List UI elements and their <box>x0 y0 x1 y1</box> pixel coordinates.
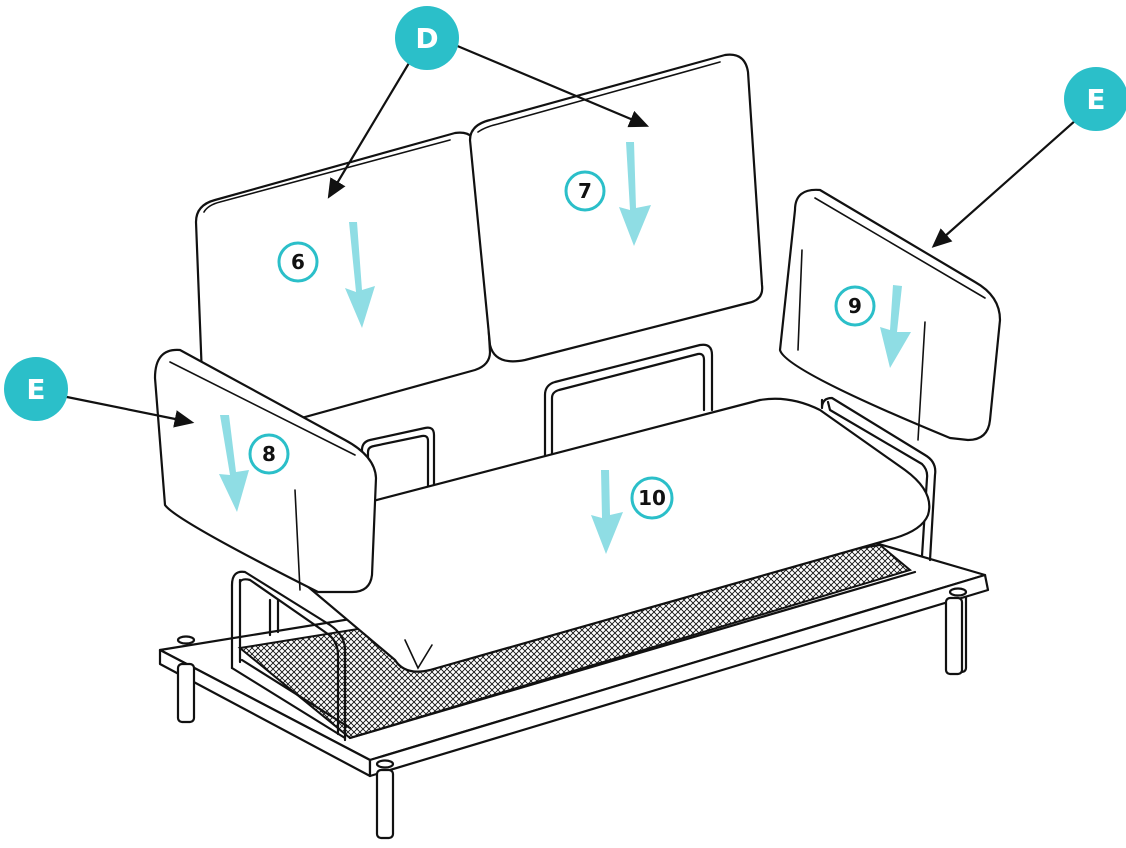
frame-posts <box>230 343 937 742</box>
down-arrow-8 <box>219 415 249 512</box>
step-7-label: 7 <box>578 179 592 203</box>
down-arrow-9 <box>880 285 911 368</box>
arm-cushion-right <box>778 188 1002 442</box>
direction-arrows <box>219 142 911 554</box>
back-cushion-right <box>468 53 764 363</box>
step-10-label: 10 <box>638 486 666 510</box>
callout-label-E-left: E <box>26 373 45 406</box>
down-arrow-10 <box>591 470 623 554</box>
callout-label-D: D <box>415 22 438 55</box>
step-9: 9 <box>834 285 876 327</box>
callout-badge-E-left: E <box>4 357 68 421</box>
step-8-label: 8 <box>262 442 276 466</box>
callout-badge-E-right: E <box>1064 67 1126 131</box>
callout-badge-D: D <box>395 6 459 70</box>
seat-cushion <box>298 397 931 673</box>
down-arrow-6 <box>345 222 375 328</box>
step-10: 10 <box>630 476 674 520</box>
callout-label-E-right: E <box>1086 83 1105 116</box>
step-9-label: 9 <box>848 294 862 318</box>
down-arrow-7 <box>619 142 651 246</box>
callout-pointers <box>60 43 1087 428</box>
base-platform <box>158 535 990 840</box>
step-6: 6 <box>277 241 319 283</box>
step-7: 7 <box>564 170 606 212</box>
step-8: 8 <box>248 433 290 475</box>
step-6-label: 6 <box>291 250 305 274</box>
